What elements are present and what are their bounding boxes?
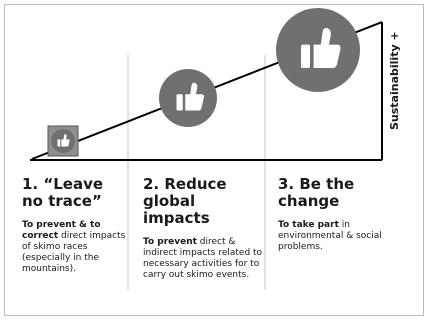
step-3-desc-rest: in environmental & social problems.	[278, 220, 382, 252]
step-3-desc-bold: To take part	[278, 220, 339, 230]
step-3-column: 3. Be the change To take part in environ…	[278, 176, 388, 253]
step-1-marker	[47, 125, 79, 157]
step-2-description: To prevent direct & indirect impacts rel…	[143, 237, 265, 281]
step-3-marker	[276, 8, 360, 92]
step-2-desc-rest: direct & indirect impacts related to nec…	[143, 237, 263, 280]
diagram-frame	[4, 4, 424, 316]
sustainability-axis-label: Sustainability +	[388, 31, 401, 130]
step-3-title: 3. Be the change	[278, 175, 355, 210]
step-2-title: 2. Reduce global impacts	[143, 175, 227, 227]
step-2-desc-bold: To prevent	[143, 237, 197, 247]
step-2-column: 2. Reduce global impacts To prevent dire…	[143, 176, 265, 281]
step-1-column: 1. “Leave no trace” To prevent & to corr…	[22, 176, 126, 275]
step-3-description: To take part in environmental & social p…	[278, 220, 388, 253]
step-1-desc-bold: To prevent & to correct	[22, 220, 101, 241]
step-2-marker	[159, 69, 217, 127]
step-1-description: To prevent & to correct direct impacts o…	[22, 220, 126, 275]
step-1-title: 1. “Leave no trace”	[22, 175, 104, 210]
step-1-desc-rest: direct impacts of skimo races (especiall…	[22, 231, 126, 274]
